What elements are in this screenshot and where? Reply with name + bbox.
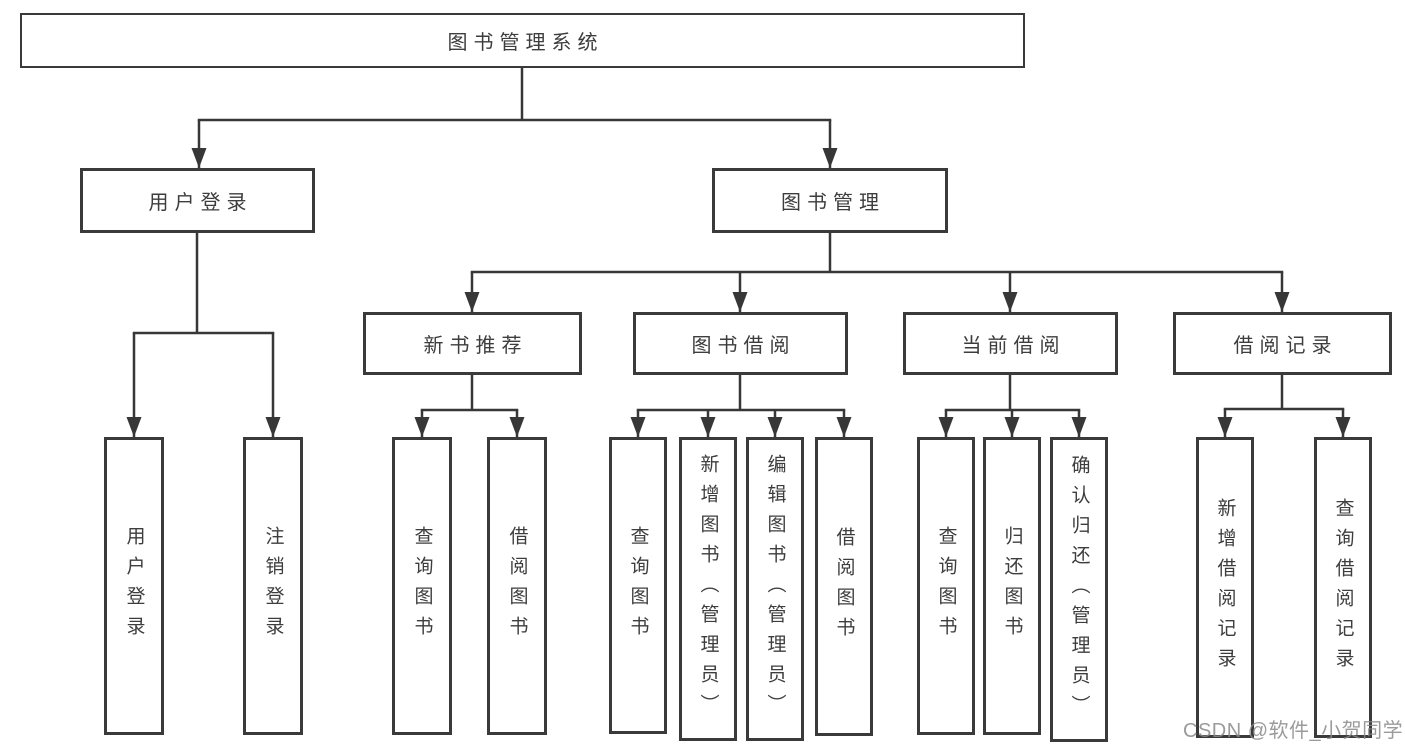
edge-new-book-recommend-to-children [414, 375, 525, 437]
node-user-login: 用户登录 [80, 168, 315, 233]
edge-borrow-records-to-children [1217, 375, 1351, 437]
node-new-book-recommend: 新书推荐 [363, 312, 582, 375]
leaf-user-login: 用户登录 [104, 437, 164, 735]
leaf-query-books-borrow-label: 查询图书 [627, 525, 649, 646]
leaf-add-books-admin-label: 新增图书（管理员） [697, 454, 719, 724]
leaf-confirm-return-admin: 确认归还（管理员） [1050, 437, 1108, 742]
leaf-query-borrow-record: 查询借阅记录 [1314, 437, 1372, 738]
node-book-management-label: 图书管理 [781, 192, 885, 214]
edge-book-management-to-level3 [464, 233, 1290, 312]
leaf-borrow-books: 借阅图书 [815, 437, 873, 736]
leaf-query-books-recommend-label: 查询图书 [411, 526, 433, 646]
node-book-management: 图书管理 [712, 168, 948, 233]
leaf-edit-books-admin-label: 编辑图书（管理员） [764, 454, 786, 724]
node-book-borrow: 图书借阅 [633, 312, 848, 375]
leaf-add-borrow-record: 新增借阅记录 [1196, 437, 1254, 738]
node-root-system: 图书管理系统 [20, 13, 1025, 68]
leaf-query-books-current-label: 查询图书 [935, 526, 957, 646]
leaf-user-login-label: 用户登录 [123, 526, 145, 646]
leaf-confirm-return-admin-label: 确认归还（管理员） [1068, 454, 1090, 725]
leaf-edit-books-admin: 编辑图书（管理员） [746, 437, 804, 741]
node-current-borrow: 当前借阅 [903, 312, 1118, 375]
node-new-book-recommend-label: 新书推荐 [423, 335, 528, 357]
leaf-borrow-books-recommend: 借阅图书 [487, 437, 547, 735]
node-borrow-records: 借阅记录 [1173, 312, 1392, 375]
csdn-watermark: CSDN @软件_小贺同学 [1183, 720, 1404, 742]
leaf-logout: 注销登录 [243, 437, 303, 735]
node-user-login-label: 用户登录 [148, 192, 253, 214]
leaf-borrow-books-recommend-label: 借阅图书 [506, 526, 528, 646]
node-book-borrow-label: 图书借阅 [691, 335, 796, 357]
leaf-logout-label: 注销登录 [262, 526, 284, 646]
node-current-borrow-label: 当前借阅 [961, 335, 1066, 357]
leaf-add-books-admin: 新增图书（管理员） [679, 437, 737, 741]
node-borrow-records-label: 借阅记录 [1233, 335, 1338, 357]
leaf-query-borrow-record-label: 查询借阅记录 [1332, 497, 1354, 678]
leaf-query-books-recommend: 查询图书 [392, 437, 452, 735]
leaf-return-books-label: 归还图书 [1001, 526, 1023, 646]
edge-root-to-level2 [191, 68, 838, 168]
edge-current-borrow-to-children [938, 375, 1087, 437]
leaf-return-books: 归还图书 [983, 437, 1041, 735]
leaf-borrow-books-label: 借阅图书 [833, 526, 855, 647]
leaf-query-books-borrow: 查询图书 [609, 437, 667, 734]
leaf-query-books-current: 查询图书 [917, 437, 975, 735]
edge-user-login-to-children [126, 233, 281, 437]
node-root-system-label: 图书管理系统 [447, 32, 604, 54]
leaf-add-borrow-record-label: 新增借阅记录 [1214, 497, 1236, 678]
edge-book-borrow-to-children [630, 375, 852, 437]
